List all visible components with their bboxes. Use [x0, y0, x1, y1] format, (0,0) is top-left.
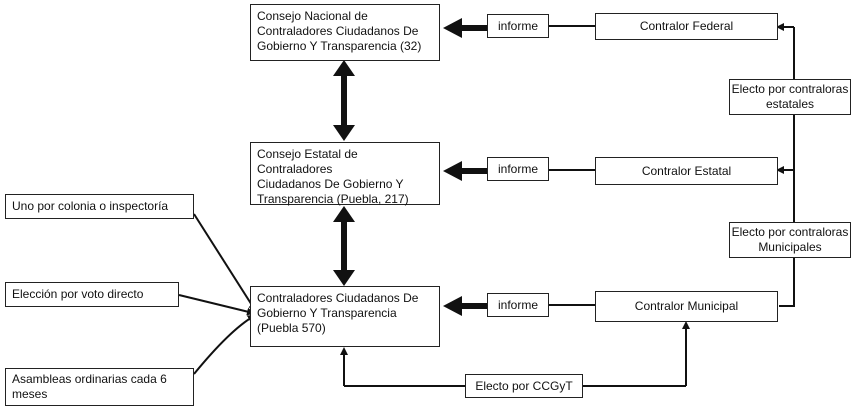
consejo-estatal-box: Consejo Estatal de Contraladores Ciudada…: [250, 142, 440, 206]
electo-ccgyt-text: Electo por CCGyT: [475, 378, 573, 393]
asambleas-line-2: meses: [12, 387, 48, 401]
electo-municipales-line-1: Electo por contraloras: [731, 225, 849, 239]
contraladores-ciudadanos-line-1: Contraladores Ciudadanos De: [257, 291, 419, 305]
electo-ccgyt-label: Electo por CCGyT: [465, 374, 583, 398]
informe-arrows: [443, 18, 595, 316]
informe-estatal-text: informe: [497, 161, 538, 176]
double-arrows: [333, 60, 355, 286]
left-arrows: [178, 213, 257, 375]
consejo-nacional-line-3: Gobierno Y Transparencia (32): [257, 39, 422, 53]
contralor-estatal-text: Contralor Estatal: [641, 163, 732, 178]
contralor-municipal-box: Contralor Municipal: [595, 291, 778, 322]
informe-estatal-label: informe: [487, 157, 549, 181]
contralor-federal-box: Contralor Federal: [595, 13, 778, 40]
informe-federal-label: informe: [487, 14, 549, 38]
contraladores-ciudadanos-box: Contraladores Ciudadanos De Gobierno Y T…: [250, 286, 440, 347]
electo-estatales-label: Electo por contraloras estatales: [729, 79, 851, 115]
ccgyt-loop: [340, 321, 690, 387]
electo-estatales-line-2: estatales: [765, 97, 815, 111]
uno-por-colonia-box: Uno por colonia o inspectoría: [5, 194, 194, 219]
eleccion-voto-text: Elección por voto directo: [12, 287, 144, 301]
election-line: [776, 23, 795, 307]
consejo-nacional-box: Consejo Nacional de Contraladores Ciudad…: [250, 4, 440, 61]
electo-municipales-label: Electo por contraloras Municipales: [729, 222, 851, 258]
contraladores-ciudadanos-line-2: Gobierno Y Transparencia: [257, 306, 397, 320]
informe-municipal-label: informe: [487, 293, 549, 317]
contraladores-ciudadanos-line-3: (Puebla 570): [257, 321, 326, 335]
contralor-municipal-text: Contralor Municipal: [634, 299, 739, 313]
asambleas-line-1: Asambleas ordinarias cada 6: [12, 372, 167, 386]
eleccion-voto-box: Elección por voto directo: [5, 282, 179, 307]
electo-estatales-line-1: Electo por contraloras: [731, 82, 849, 96]
contralor-estatal-box: Contralor Estatal: [595, 157, 778, 185]
consejo-nacional-line-1: Consejo Nacional de: [257, 9, 368, 23]
uno-por-colonia-text: Uno por colonia o inspectoría: [12, 199, 169, 213]
informe-municipal-text: informe: [497, 297, 538, 312]
consejo-nacional-line-2: Contraladores Ciudadanos De: [257, 24, 419, 38]
asambleas-box: Asambleas ordinarias cada 6 meses: [5, 368, 194, 406]
consejo-estatal-line-3: Transparencia (Puebla, 217): [257, 192, 409, 206]
electo-municipales-line-2: Municipales: [758, 240, 822, 254]
contralor-federal-text: Contralor Federal: [639, 19, 734, 33]
consejo-estatal-line-1: Consejo Estatal de Contraladores: [257, 147, 358, 176]
consejo-estatal-line-2: Ciudadanos De Gobierno Y: [257, 177, 404, 191]
informe-federal-text: informe: [497, 18, 538, 33]
